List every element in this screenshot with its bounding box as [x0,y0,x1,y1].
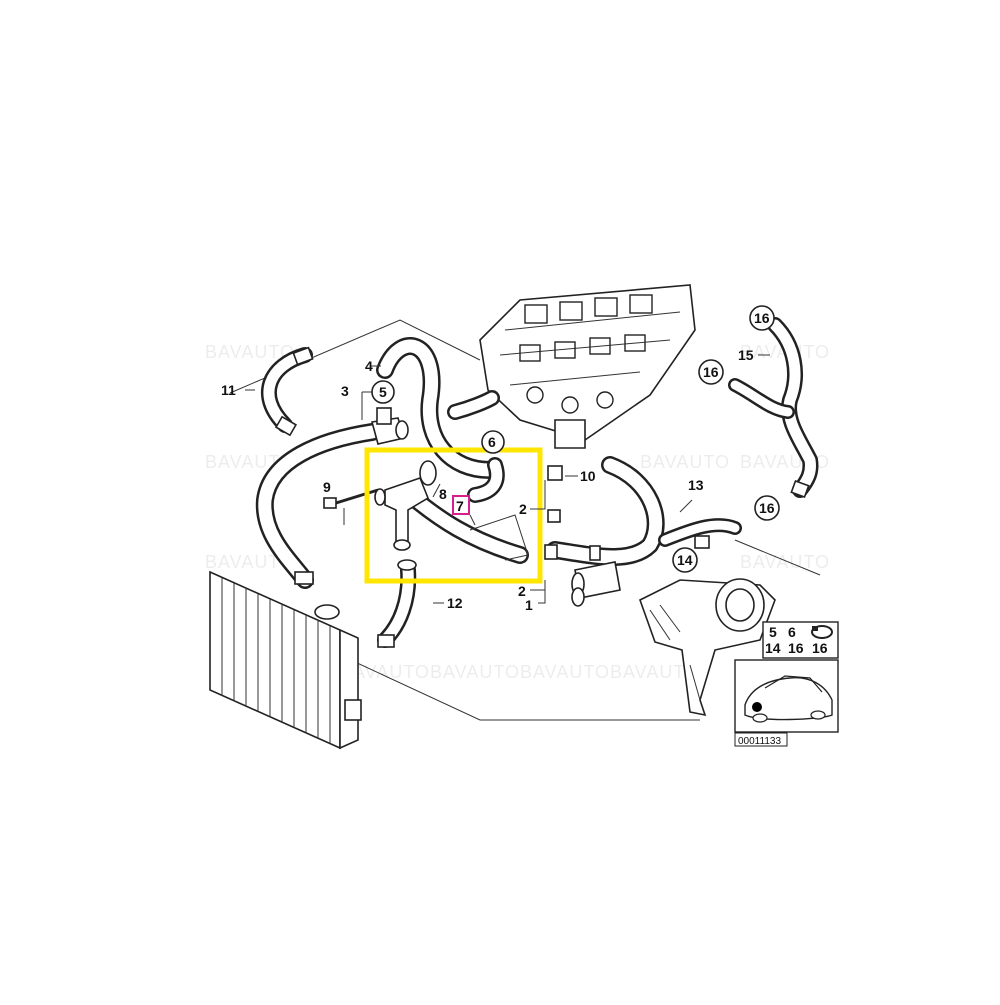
callout-circle-16a [749,305,775,331]
radiator [209,570,362,750]
hose-11 [260,347,313,433]
callout-circle-16c [754,495,780,521]
callout-circle-5 [371,380,395,404]
callout-9: 9 [323,479,331,495]
legend-box: 5 6 14 16 16 [762,621,839,659]
hose-15 [767,317,819,498]
hose-4 [376,337,499,479]
legend-6: 6 [788,624,796,640]
callout-11: 11 [221,382,236,398]
callout-circle-16b [698,359,724,385]
callout-1: 1 [525,597,533,613]
hose-13-branch [658,518,742,547]
legend-14: 14 [765,640,781,656]
bolt-9 [323,488,379,509]
hose-radiator-upper [255,423,381,589]
callout-4: 4 [365,358,373,374]
highlight-frame [364,447,543,584]
vehicle-locator [734,659,839,733]
legend-16b: 16 [812,640,828,656]
watermark-text: BAVAUTO [205,342,295,362]
watermark-text: BAVAUTO [340,662,430,682]
cylinder-head [479,284,696,449]
diagram-code: 00011133 [738,736,781,747]
nut-2 [547,509,561,523]
intake-pipe [447,390,500,420]
callout-2a: 2 [519,501,527,517]
callout-8: 8 [439,486,447,502]
bracket-2 [469,514,529,561]
hose-6 [467,457,505,503]
watermark-text: BAVAUTO [610,662,700,682]
callout-16c: 16 [759,500,775,516]
legend-16a: 16 [788,640,804,656]
callout-circle-14 [672,547,698,573]
location-dot-icon [752,702,762,712]
callout-16b: 16 [703,364,719,380]
highlight-marker-7 [452,495,470,515]
leader-lines [245,354,770,604]
thermostat-housing-14 [639,578,776,717]
assembly-outline [734,539,821,576]
callout-13: 13 [688,477,704,493]
diagram-code-box: 00011133 [734,732,788,747]
fittings [274,346,810,648]
callout-circle-6 [481,430,505,454]
watermark-text: BAVAUTO [205,552,295,572]
callout-7: 7 [456,498,464,514]
callout-15: 15 [738,347,754,363]
watermark-text: BAVAUTO [640,452,730,472]
callout-6: 6 [488,434,496,450]
t-connector-3 [370,407,409,445]
callout-14: 14 [677,552,693,568]
hose-15-branch [728,378,795,419]
pipe-junction-1 [571,545,621,607]
hose-13 [546,456,665,566]
callout-16a: 16 [754,310,770,326]
callouts: 11 4 3 5 9 6 8 7 2 10 13 12 2 1 14 16 15… [221,305,780,613]
coolant-t-piece [374,476,429,571]
callout-12: 12 [447,595,463,611]
seal-ring-8 [419,460,437,486]
watermark-text: BAVAUTO [520,662,610,682]
watermark-text: BAVAUTO [430,662,520,682]
hose-clamp-icon [811,625,833,639]
watermark-text: BAVAUTO [740,552,830,572]
watermark: BAVAUTO BAVAUTO BAVAUTO BAVAUTO BAVAUTO … [205,342,830,682]
callout-10: 10 [580,468,596,484]
nut-10 [547,465,563,481]
callout-2b: 2 [518,583,526,599]
callout-5: 5 [379,384,387,400]
assembly-outline [339,654,700,721]
callout-3: 3 [341,383,349,399]
legend-5: 5 [769,624,777,640]
